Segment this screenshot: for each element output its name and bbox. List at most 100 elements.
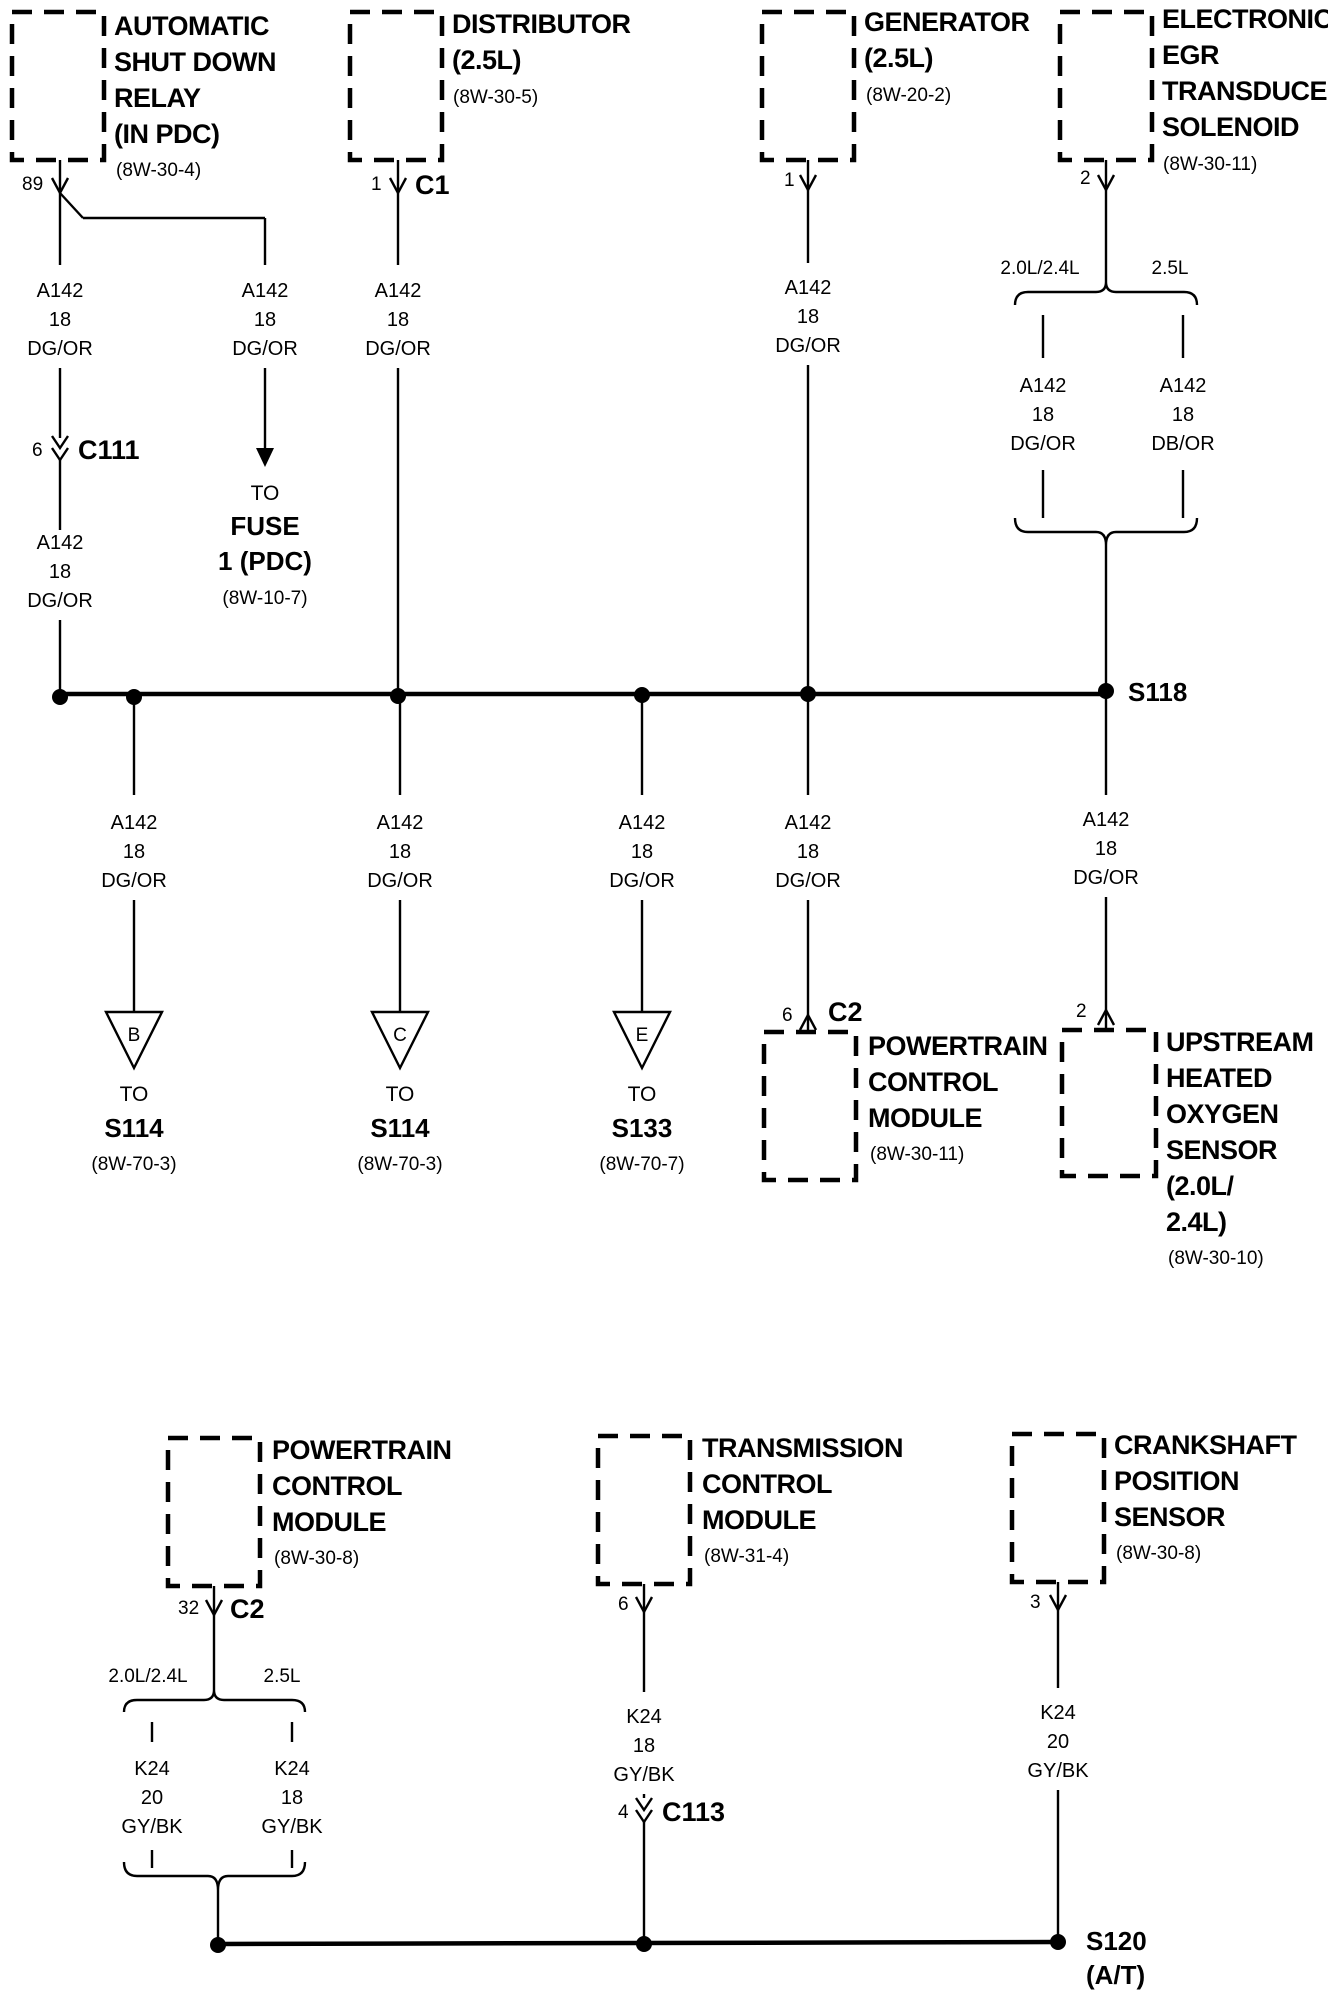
pcm-bottom-connector: C2 — [230, 1594, 265, 1624]
pcm-top: 6 C2 POWERTRAIN CONTROL MODULE (8W-30-11… — [761, 997, 1048, 1183]
fuse-arrow — [256, 448, 274, 467]
svg-text:20: 20 — [141, 1787, 163, 1809]
egr-option-a: 2.0L/2.4L — [1000, 258, 1079, 279]
svg-text:18: 18 — [1032, 404, 1054, 426]
svg-text:DG/OR: DG/OR — [27, 338, 93, 360]
svg-text:DG/OR: DG/OR — [27, 590, 93, 612]
pcm-bottom: POWERTRAIN CONTROL MODULE (8W-30-8) 32 C… — [165, 1435, 452, 1624]
svg-text:18: 18 — [1172, 404, 1194, 426]
bus-node-asd — [52, 689, 68, 705]
pcm-bottom-name-3: MODULE — [272, 1507, 386, 1537]
wire-label-asd-left-lower: A142 18 DG/OR — [27, 532, 93, 612]
wire-label-drop-pcm: A142 18 DG/OR — [775, 812, 841, 892]
generator-ref: (8W-20-2) — [866, 85, 951, 106]
svg-text:18: 18 — [797, 306, 819, 328]
svg-text:18: 18 — [281, 1787, 303, 1809]
o2-name-6: 2.4L) — [1166, 1207, 1227, 1237]
distributor-name-1: DISTRIBUTOR — [452, 9, 631, 39]
o2-name-5: (2.0L/ — [1166, 1171, 1235, 1201]
svg-text:A142: A142 — [619, 812, 666, 834]
pcm-bottom-brace-top — [122, 1689, 307, 1713]
ckp-ref: (8W-30-8) — [1116, 1543, 1201, 1564]
svg-text:A142: A142 — [1083, 809, 1130, 831]
pcm-top-pin: 6 — [782, 1005, 793, 1026]
svg-text:DG/OR: DG/OR — [367, 870, 433, 892]
c111-connector: 6 C111 — [32, 435, 140, 465]
offpage-c: C TO S114 (8W-70-3) — [357, 1010, 443, 1175]
pcm-bottom-name-1: POWERTRAIN — [272, 1435, 452, 1465]
wire-label-asd-right: A142 18 DG/OR — [232, 280, 298, 360]
svg-text:18: 18 — [387, 309, 409, 331]
asd-relay-box — [9, 9, 107, 163]
c113-connector: 4 C113 — [618, 1797, 725, 1827]
c111-label: C111 — [78, 435, 140, 465]
wire-label-drop-b: A142 18 DG/OR — [101, 812, 167, 892]
wire-label-k24-a: K24 20 GY/BK — [121, 1758, 183, 1838]
pcm-bottom-pin: 32 — [178, 1598, 199, 1619]
c111-pin: 6 — [32, 440, 43, 461]
svg-text:A142: A142 — [377, 812, 424, 834]
tcm-ref: (8W-31-4) — [704, 1546, 789, 1567]
asd-relay-name-4: (IN PDC) — [114, 119, 220, 149]
fuse-ref: TO FUSE 1 (PDC) (8W-10-7) — [218, 482, 312, 609]
pcm-bottom-option-b: 2.5L — [264, 1666, 301, 1687]
generator-pin: 1 — [784, 170, 795, 191]
ckp-pin: 3 — [1030, 1592, 1041, 1613]
egr-option-b: 2.5L — [1152, 258, 1189, 279]
offpage-e-dest: S133 — [612, 1113, 673, 1143]
tcm-box — [595, 1433, 693, 1587]
svg-text:DG/OR: DG/OR — [1010, 433, 1076, 455]
svg-text:A142: A142 — [1020, 375, 1067, 397]
svg-text:K24: K24 — [274, 1758, 310, 1780]
offpage-b-ref: (8W-70-3) — [91, 1154, 176, 1175]
ckp-box — [1009, 1431, 1107, 1585]
wire-label-drop-e: A142 18 DG/OR — [609, 812, 675, 892]
o2-sensor: 2 UPSTREAM HEATED OXYGEN SENSOR (2.0L/ 2… — [1059, 1001, 1314, 1269]
s120-node-pcm — [210, 1937, 226, 1953]
svg-text:A142: A142 — [785, 812, 832, 834]
svg-text:GY/BK: GY/BK — [121, 1816, 183, 1838]
offpage-e-letter: E — [636, 1025, 649, 1046]
offpage-e-ref: (8W-70-7) — [599, 1154, 684, 1175]
distributor-box — [347, 9, 445, 163]
svg-text:18: 18 — [123, 841, 145, 863]
svg-text:18: 18 — [633, 1735, 655, 1757]
offpage-b: B TO S114 (8W-70-3) — [91, 1010, 177, 1175]
o2-name-3: OXYGEN — [1166, 1099, 1279, 1129]
c113-label: C113 — [662, 1797, 725, 1827]
offpage-b-letter: B — [128, 1025, 141, 1046]
pcm-bottom-ref: (8W-30-8) — [274, 1548, 359, 1569]
svg-text:A142: A142 — [111, 812, 158, 834]
offpage-c-ref: (8W-70-3) — [357, 1154, 442, 1175]
wire-label-generator: A142 18 DG/OR — [775, 277, 841, 357]
wire-label-asd-left-upper: A142 18 DG/OR — [27, 280, 93, 360]
wire-label-k24-ckp: K24 20 GY/BK — [1027, 1702, 1089, 1782]
egr-solenoid: ELECTRONIC EGR TRANSDUCER SOLENOID (8W-3… — [1057, 4, 1328, 189]
offpage-b-dest: S114 — [104, 1113, 164, 1143]
o2-pin: 2 — [1076, 1001, 1087, 1022]
svg-text:K24: K24 — [1040, 1702, 1076, 1724]
c113-pin: 4 — [618, 1802, 629, 1823]
svg-text:(8W-10-7): (8W-10-7) — [222, 588, 307, 609]
wire-label-egr-a: A142 18 DG/OR — [1010, 375, 1076, 455]
generator-name-2: (2.5L) — [864, 43, 933, 73]
egr-pin: 2 — [1080, 168, 1091, 189]
svg-text:DG/OR: DG/OR — [775, 335, 841, 357]
pcm-top-ref: (8W-30-11) — [870, 1144, 964, 1165]
o2-ref: (8W-30-10) — [1168, 1248, 1264, 1269]
offpage-e-to: TO — [628, 1083, 657, 1106]
svg-text:18: 18 — [49, 561, 71, 583]
pcm-top-connector: C2 — [828, 997, 863, 1027]
wire-label-k24-tcm: K24 18 GY/BK — [613, 1706, 675, 1786]
tcm: TRANSMISSION CONTROL MODULE (8W-31-4) 6 — [595, 1433, 904, 1615]
svg-text:GY/BK: GY/BK — [613, 1764, 675, 1786]
tcm-name-2: CONTROL — [702, 1469, 832, 1499]
svg-text:A142: A142 — [375, 280, 422, 302]
offpage-c-letter: C — [393, 1025, 407, 1046]
svg-text:DG/OR: DG/OR — [775, 870, 841, 892]
asd-relay-name-1: AUTOMATIC — [114, 11, 269, 41]
asd-relay-name-3: RELAY — [114, 83, 201, 113]
o2-name-4: SENSOR — [1166, 1135, 1277, 1165]
s120-splice — [1050, 1934, 1066, 1950]
svg-text:1 (PDC): 1 (PDC) — [218, 546, 312, 576]
